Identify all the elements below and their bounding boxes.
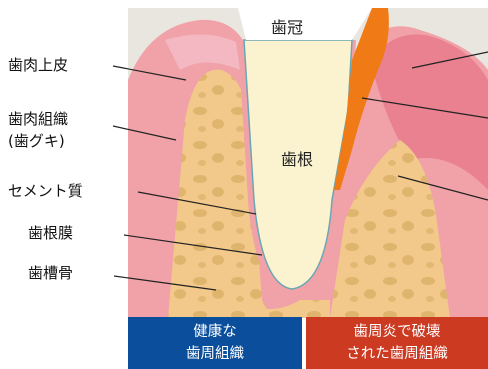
destroyed-line1: 歯周炎で破壊	[354, 321, 441, 343]
destroyed-line2: された歯周組織	[346, 343, 448, 365]
alveolar-bone-label: 歯槽骨	[28, 264, 73, 282]
gum-tissue-label: 歯肉組織	[8, 110, 68, 128]
gingiva-label: 歯肉上皮	[8, 56, 68, 74]
cementum-label: セメント質	[8, 182, 83, 200]
pdl-label: 歯根膜	[28, 224, 73, 242]
crown-label: 歯冠	[271, 14, 303, 38]
destroyed-tissue-panel: 歯周炎で破壊 された歯周組織	[306, 317, 488, 369]
healthy-tissue-panel: 健康な 歯周組織	[128, 317, 302, 369]
healthy-line2: 歯周組織	[186, 343, 244, 365]
healthy-line1: 健康な	[193, 321, 237, 343]
gum-tissue-sublabel: (歯グキ)	[8, 132, 65, 150]
root-label: 歯根	[281, 146, 313, 170]
tooth-crown	[238, 8, 372, 40]
